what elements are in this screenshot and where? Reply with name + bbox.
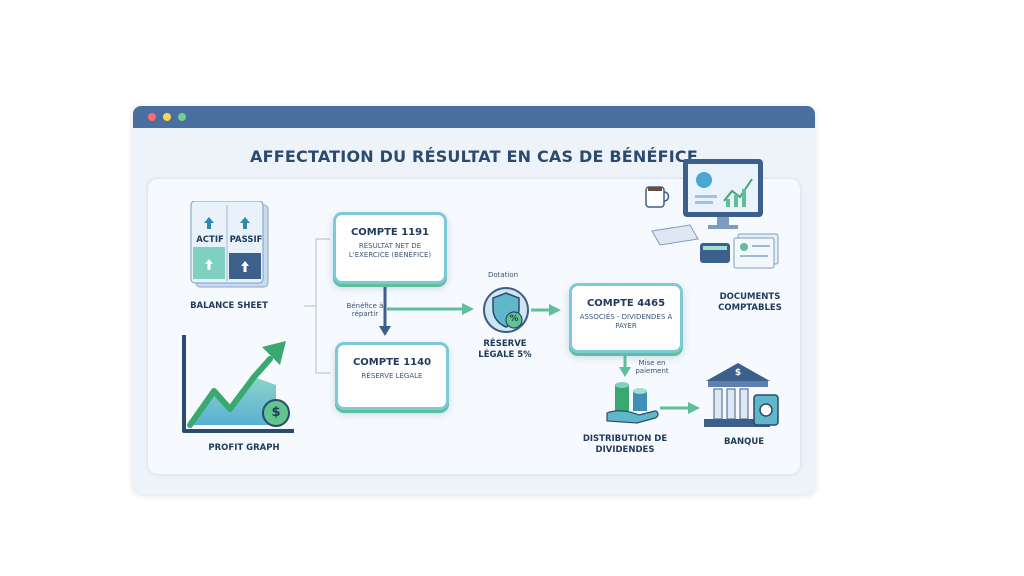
maximize-window-button[interactable] — [178, 113, 186, 121]
bank-currency-symbol: $ — [734, 368, 742, 378]
passif-label: PASSIF — [229, 235, 263, 245]
balance-sheet-icon — [190, 201, 269, 288]
reserve-percent-symbol: % — [509, 314, 519, 324]
compte-1140-subtitle: RÉSERVE LÉGALE — [361, 372, 423, 380]
compte-4465-subtitle: ASSOCIÉS - DIVIDENDES À PAYER — [579, 313, 673, 330]
actif-label: ACTIF — [196, 235, 224, 245]
compte-4465-card[interactable]: COMPTE 4465 ASSOCIÉS - DIVIDENDES À PAYE… — [569, 283, 683, 353]
mise-en-paiement-label: Mise en paiement — [635, 359, 669, 376]
benefice-label: Bénéfice à répartir — [346, 302, 384, 319]
app-window: AFFECTATION DU RÉSULTAT EN CAS DE BÉNÉFI… — [133, 106, 815, 494]
diagram-panel: ACTIF PASSIF BALANCE SHEET $ PROFIT GRAP… — [148, 159, 800, 474]
minimize-window-button[interactable] — [163, 113, 171, 121]
reserve-legale-label: RÉSERVE LÉGALE 5% — [478, 339, 532, 360]
banque-label: BANQUE — [723, 437, 765, 447]
close-window-button[interactable] — [148, 113, 156, 121]
flow-connectors — [304, 238, 700, 414]
profit-graph-icon — [182, 335, 294, 433]
documents-comptables-label: DOCUMENTS COMPTABLES — [718, 292, 782, 313]
distribution-dividendes-label: DISTRIBUTION DE DIVIDENDES — [582, 434, 668, 455]
computer-desk-icon — [645, 159, 779, 269]
page-title: AFFECTATION DU RÉSULTAT EN CAS DE BÉNÉFI… — [250, 147, 698, 166]
compte-1191-subtitle: RÉSULTAT NET DE L'EXERCICE (BÉNÉFICE) — [348, 242, 432, 259]
coins-hand-icon — [606, 382, 659, 424]
compte-1191-card[interactable]: COMPTE 1191 RÉSULTAT NET DE L'EXERCICE (… — [333, 212, 447, 284]
profit-graph-label: PROFIT GRAPH — [208, 443, 280, 453]
compte-4465-title: COMPTE 4465 — [586, 298, 666, 309]
compte-1140-card[interactable]: COMPTE 1140 RÉSERVE LÉGALE — [335, 342, 449, 410]
window-titlebar — [133, 106, 815, 128]
compte-1140-title: COMPTE 1140 — [352, 357, 432, 368]
balance-sheet-label: BALANCE SHEET — [190, 301, 268, 311]
profit-currency-symbol: $ — [271, 405, 281, 420]
dotation-label: Dotation — [487, 271, 519, 279]
shield-icon — [483, 287, 529, 333]
compte-1191-title: COMPTE 1191 — [350, 227, 430, 238]
bank-icon — [704, 363, 779, 427]
